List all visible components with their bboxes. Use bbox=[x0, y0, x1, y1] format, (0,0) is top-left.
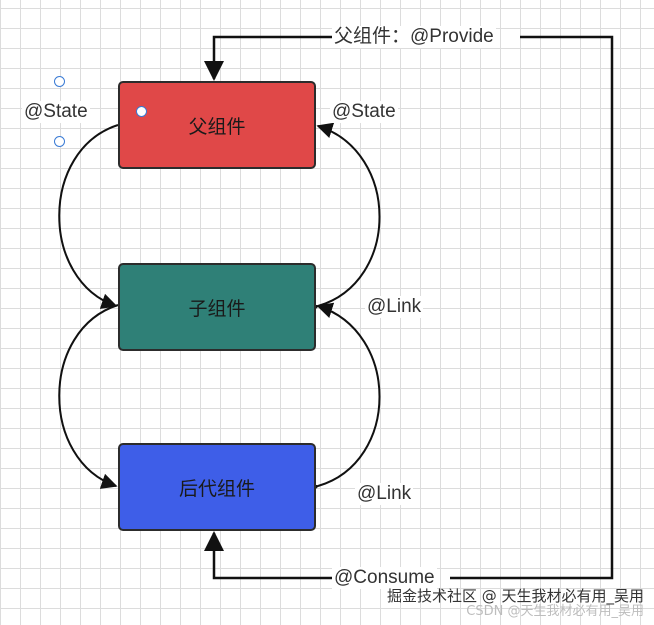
state-right-arrow bbox=[301, 122, 381, 318]
link-right-arrow bbox=[301, 302, 381, 498]
provide-line bbox=[450, 35, 614, 580]
selection-handle-middle bbox=[136, 106, 147, 117]
state-left-label: @State bbox=[22, 101, 90, 123]
link-left-arrow bbox=[58, 304, 119, 489]
selection-handle-bottom bbox=[54, 136, 65, 147]
state-right-label: @State bbox=[330, 101, 398, 123]
state-left-arrow bbox=[58, 124, 119, 309]
consume-arrow bbox=[204, 531, 335, 580]
consume-label: @Consume bbox=[332, 567, 437, 589]
link-upper-label: @Link bbox=[365, 296, 424, 318]
selection-handle-top bbox=[54, 76, 65, 87]
parent-component-node: 父组件 bbox=[118, 81, 316, 169]
watermark-main: 掘金技术社区 @ 天生我材必有用_吴用 bbox=[386, 587, 644, 605]
parent-component-label: 父组件 bbox=[188, 115, 246, 138]
watermark: 掘金技术社区 @ 天生我材必有用_吴用 CSDN @天生我材必有用_吴用 bbox=[387, 585, 644, 619]
provide-arrow bbox=[204, 35, 335, 81]
provide-label: 父组件：@Provide bbox=[332, 26, 496, 48]
descendant-component-node: 后代组件 bbox=[118, 443, 316, 531]
child-component-label: 子组件 bbox=[188, 297, 246, 320]
watermark-faint: CSDN @天生我材必有用_吴用 bbox=[466, 604, 644, 619]
child-component-node: 子组件 bbox=[118, 263, 316, 351]
descendant-component-label: 后代组件 bbox=[178, 477, 255, 500]
link-lower-label: @Link bbox=[355, 483, 414, 505]
